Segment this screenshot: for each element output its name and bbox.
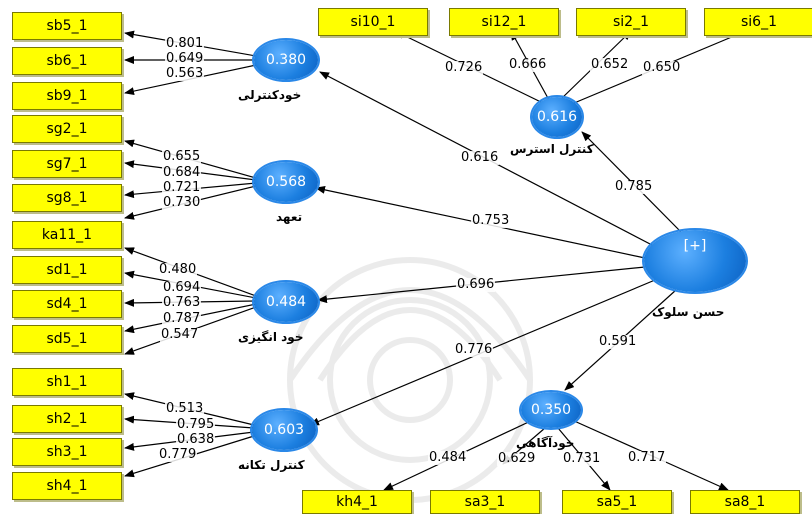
- indicator-sb9[interactable]: sb9_1: [12, 82, 122, 110]
- loading-sd-x: 0.787: [162, 311, 202, 326]
- indicator-si12[interactable]: si12_1: [449, 8, 559, 36]
- loading-sd4: 0.763: [162, 295, 202, 310]
- indicator-si6[interactable]: si6_1: [704, 8, 812, 36]
- loading-sh1: 0.513: [165, 401, 205, 416]
- loading-sb6: 0.649: [165, 51, 205, 66]
- loading-sh3: 0.638: [176, 432, 216, 447]
- indicator-sh4[interactable]: sh4_1: [12, 472, 122, 500]
- indicator-sd4[interactable]: sd4_1: [12, 290, 122, 318]
- loading-sa3: 0.629: [497, 451, 537, 466]
- indicator-sh2[interactable]: sh2_1: [12, 405, 122, 433]
- loading-ka11: 0.480: [158, 262, 198, 277]
- indicator-sh3[interactable]: sh3_1: [12, 438, 122, 466]
- loading-si2: 0.652: [590, 57, 630, 72]
- loading-sa5: 0.731: [562, 451, 602, 466]
- latent-good-conduct-label: حسن سلوک: [652, 305, 725, 319]
- indicator-kh4[interactable]: kh4_1: [302, 490, 412, 514]
- loading-sg8: 0.721: [162, 180, 202, 195]
- path-coef-self-motivation: 0.696: [456, 277, 496, 292]
- loading-sg-x: 0.730: [162, 195, 202, 210]
- indicator-sd5[interactable]: sd5_1: [12, 325, 122, 353]
- indicator-sa3[interactable]: sa3_1: [430, 490, 540, 514]
- loading-sd1: 0.694: [162, 280, 202, 295]
- path-coef-commitment: 0.753: [471, 213, 511, 228]
- latent-self-control[interactable]: 0.380: [254, 40, 318, 80]
- indicator-sg2[interactable]: sg2_1: [12, 115, 122, 143]
- latent-commitment[interactable]: 0.568: [254, 162, 318, 202]
- path-coef-impulse: 0.776: [454, 342, 494, 357]
- loading-sh2: 0.795: [176, 417, 216, 432]
- loading-kh4: 0.484: [428, 450, 468, 465]
- indicator-sb5[interactable]: sb5_1: [12, 12, 122, 40]
- latent-impulse-control-label: کنترل تکانه: [238, 458, 305, 472]
- path-coef-self-awareness: 0.591: [598, 334, 638, 349]
- loading-sg2: 0.655: [162, 149, 202, 164]
- indicator-si10[interactable]: si10_1: [318, 8, 428, 36]
- latent-self-motivation[interactable]: 0.484: [254, 282, 318, 322]
- latent-stress-control[interactable]: 0.616: [532, 97, 582, 137]
- path-coef-self-control: 0.616: [460, 150, 500, 165]
- loading-sh4: 0.779: [158, 447, 198, 462]
- latent-self-awareness[interactable]: 0.350: [521, 392, 581, 428]
- latent-self-awareness-label: خودآگاهی: [516, 436, 575, 450]
- indicator-ka11[interactable]: ka11_1: [12, 221, 122, 249]
- latent-good-conduct[interactable]: [+]: [644, 230, 746, 292]
- loading-sd5: 0.547: [160, 327, 200, 342]
- latent-commitment-label: تعهد: [276, 210, 303, 224]
- latent-impulse-control[interactable]: 0.603: [252, 410, 316, 450]
- latent-self-motivation-label: خود انگیزی: [238, 330, 304, 344]
- loading-si12: 0.666: [508, 57, 548, 72]
- indicator-sb6[interactable]: sb6_1: [12, 47, 122, 75]
- path-coef-stress: 0.785: [614, 179, 654, 194]
- indicator-sa5[interactable]: sa5_1: [562, 490, 672, 514]
- indicator-sg8[interactable]: sg8_1: [12, 184, 122, 212]
- indicator-sg7[interactable]: sg7_1: [12, 150, 122, 178]
- loading-sa8: 0.717: [627, 450, 667, 465]
- indicator-si2[interactable]: si2_1: [576, 8, 686, 36]
- loading-sb9: 0.563: [165, 66, 205, 81]
- indicator-sa8[interactable]: sa8_1: [690, 490, 800, 514]
- latent-self-control-label: خودکنترلی: [238, 88, 302, 102]
- indicator-sh1[interactable]: sh1_1: [12, 368, 122, 396]
- loading-si10: 0.726: [444, 60, 484, 75]
- loading-sg7: 0.684: [162, 165, 202, 180]
- indicator-sd1[interactable]: sd1_1: [12, 256, 122, 284]
- latent-stress-control-label: کنترل استرس: [510, 142, 594, 156]
- loading-si6: 0.650: [642, 60, 682, 75]
- loading-sb5: 0.801: [165, 36, 205, 51]
